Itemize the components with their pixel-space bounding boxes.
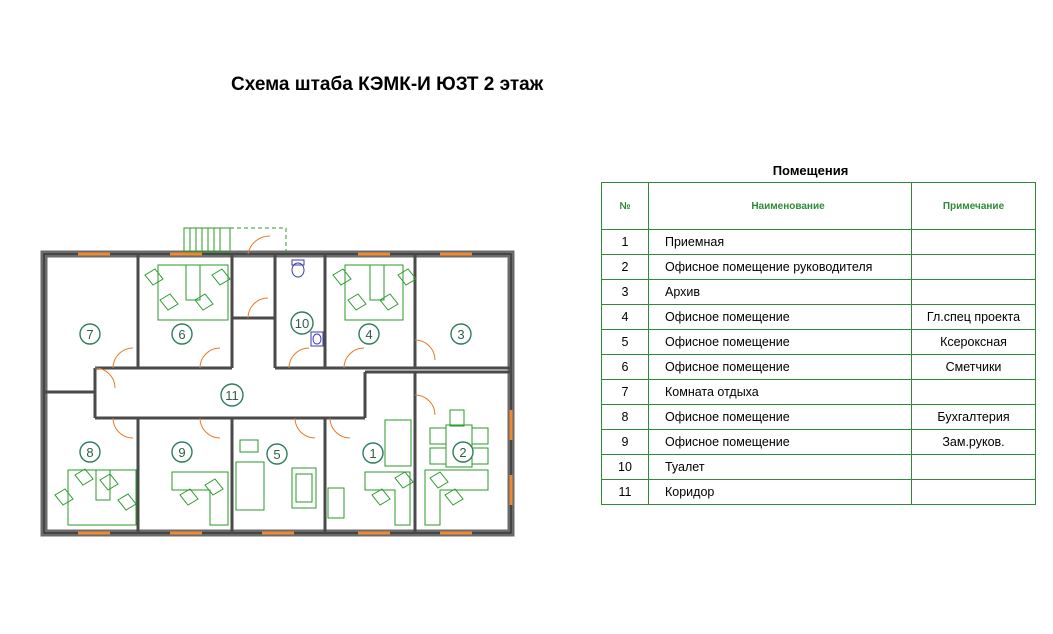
cell-name: Приемная [648,229,912,255]
room-label-9: 9 [171,441,193,463]
cell-num: 4 [601,304,649,330]
cell-num: 8 [601,404,649,430]
cell-num: 9 [601,429,649,455]
header-num: № [601,182,649,230]
cell-name: Офисное помещение руководителя [648,254,912,280]
cell-num: 3 [601,279,649,305]
cell-name: Офисное помещение [648,429,912,455]
room-label-1: 1 [362,442,384,464]
svg-text:10: 10 [295,316,309,331]
room-label-5: 5 [266,443,288,465]
windows [78,252,513,535]
interior-walls [44,254,511,533]
room-label-6: 6 [171,323,193,345]
cell-note [911,229,1036,255]
cell-note [911,254,1036,280]
cell-note: Сметчики [911,354,1036,380]
room-label-2: 2 [452,441,474,463]
cell-name: Архив [648,279,912,305]
svg-text:6: 6 [178,327,185,342]
svg-text:11: 11 [225,388,239,403]
cell-note: Ксерокс​ная [911,329,1036,355]
cell-note [911,379,1036,405]
cell-name: Офисное помещение [648,404,912,430]
outer-walls [40,250,515,537]
cell-name: Офисное помещение [648,354,912,380]
cell-name: Офисное помещение [648,304,912,330]
cell-note: Зам.руков. [911,429,1036,455]
svg-text:2: 2 [459,445,466,460]
room-labels: 1 2 3 4 5 6 7 8 9 10 11 [79,311,474,465]
room-label-7: 7 [79,323,101,345]
cell-note [911,279,1036,305]
room-label-11: 11 [220,383,244,407]
cell-name: Офисное помещение [648,329,912,355]
toilet-fixtures [291,259,324,347]
page-title: Схема штаба КЭМК-И ЮЗТ 2 этаж [231,74,544,95]
cell-num: 6 [601,354,649,380]
table-header-row: № Наименование Примечание [601,182,1036,230]
cell-name: Коридор [648,479,912,505]
cell-num: 7 [601,379,649,405]
room-label-3: 3 [450,323,472,345]
cell-num: 10 [601,454,649,480]
svg-text:8: 8 [86,445,93,460]
rooms-table-caption: Помещения [772,163,849,178]
cell-num: 5 [601,329,649,355]
cell-num: 11 [601,479,649,505]
furniture [54,264,489,526]
stairs [183,227,287,253]
cell-num: 2 [601,254,649,280]
svg-text:9: 9 [178,445,185,460]
room-label-10: 10 [290,311,314,335]
cell-name: Комната отдыха [648,379,912,405]
svg-text:7: 7 [86,327,93,342]
cell-note: Гл.спец проекта [911,304,1036,330]
header-note: Примечание [911,182,1036,230]
doors [94,235,436,439]
svg-text:1: 1 [369,446,376,461]
cell-note [911,479,1036,505]
cell-note [911,454,1036,480]
header-name: Наименование [648,182,912,230]
cell-num: 1 [601,229,649,255]
svg-text:3: 3 [457,327,464,342]
cell-name: Туалет [648,454,912,480]
svg-text:4: 4 [365,327,372,342]
room-label-8: 8 [79,441,101,463]
cell-note: Бухгалтерия [911,404,1036,430]
svg-text:5: 5 [273,447,280,462]
room-label-4: 4 [358,323,380,345]
